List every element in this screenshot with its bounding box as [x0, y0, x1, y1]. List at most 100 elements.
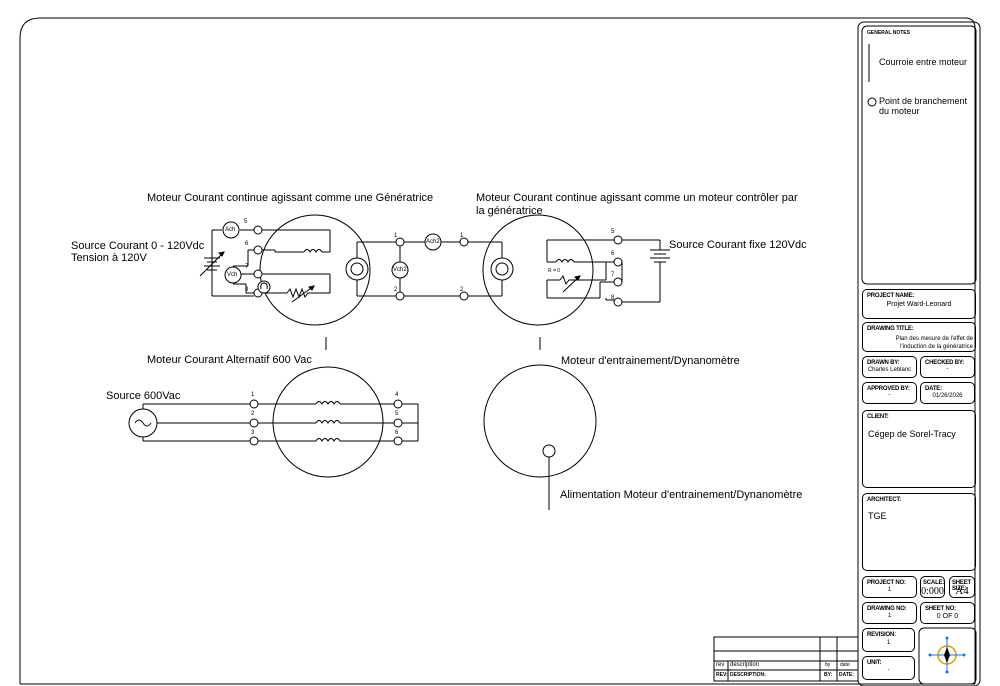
terminal-motor-5 [613, 235, 623, 245]
project-no-box: PROJECT NO: 1 [862, 576, 917, 598]
revision-head-description: DESCRIPTION: [730, 672, 766, 678]
project-no-value: 1 [887, 587, 892, 593]
general-notes-heading: GENERAL NOTES [867, 30, 910, 36]
ac-source-label: Source 600Vac [106, 390, 181, 402]
dc-motor-circle [482, 214, 594, 326]
terminal-link-right-2 [459, 291, 469, 301]
terminal-link-left-1-label: 1 [394, 233, 398, 239]
revision-row-rev: rev [716, 662, 725, 668]
approved-by-heading: APPROVED BY: [867, 386, 910, 392]
revision-table [713, 636, 859, 682]
client-heading: CLIENT: [867, 414, 889, 420]
terminal-motor-5-label: 5 [611, 229, 615, 235]
drawn-by-value: Charles Leblanc [867, 367, 912, 373]
approved-by-box: APPROVED BY: - [862, 382, 917, 404]
terminal-motor-8 [613, 297, 623, 307]
date-value: 01/26/2026 [932, 393, 963, 399]
terminal-gen-7-label: 7 [245, 264, 249, 270]
meter-vch2 [391, 261, 409, 279]
terminal-motor-6 [613, 257, 623, 267]
scale-value: 0:000 [921, 586, 944, 597]
drive-supply-label: Alimentation Moteur d'entrainement/Dynan… [560, 489, 803, 501]
terminal-gen-5 [253, 225, 263, 235]
terminal-gen-6 [253, 245, 263, 255]
revision-head-rev: REV: [716, 672, 728, 678]
terminal-link-right-1 [459, 237, 469, 247]
architect-heading: ARCHITECT: [867, 497, 901, 503]
generator-rheostat [286, 287, 331, 299]
sheet-size-value: A4 [955, 585, 969, 597]
variable-source-label: Source Courant 0 - 120Vdc [71, 240, 205, 252]
unit-value: - [887, 667, 890, 673]
terminal-ac-6 [393, 436, 403, 446]
terminal-link-left-2 [395, 291, 405, 301]
sheet-size-heading: SHEET SIZE: [952, 580, 972, 592]
resistance-label: R = 0 [548, 268, 561, 274]
checked-by-value: - [946, 366, 949, 372]
terminal-ac-5 [393, 418, 403, 428]
scale-box: SCALE: 0:000 [920, 576, 945, 598]
meter-vch-label: Vch [227, 272, 238, 278]
client-value: Cégep de Sorel-Tracy [868, 429, 956, 439]
legend-point-symbol [867, 97, 877, 107]
generator-shaft-outer [345, 257, 369, 281]
drive-motor-circle [483, 364, 597, 478]
terminal-ac-5-label: 5 [395, 411, 399, 417]
date-heading: DATE: [925, 386, 942, 392]
client-box: CLIENT: Cégep de Sorel-Tracy [862, 410, 976, 488]
architect-value: TGE [868, 511, 887, 521]
terminal-ac-1 [249, 399, 259, 409]
terminal-ac-6-label: 6 [395, 430, 399, 436]
generator-field-coil [303, 249, 323, 253]
drawing-title-line2: l'induction de la génératrice [900, 344, 973, 350]
ac-coil-3 [315, 438, 341, 442]
ac-coil-2 [315, 420, 341, 424]
terminal-motor-6-label: 6 [611, 251, 615, 257]
variable-source-voltage: Tension à 120V [71, 252, 147, 264]
terminal-link-left-2-label: 2 [394, 287, 398, 293]
drawing-title-line1: Plan des mesure de l'effet de [895, 336, 973, 342]
drawing-title-box: DRAWING TITLE: Plan des mesure de l'effe… [862, 322, 976, 352]
terminal-gen-6-label: 6 [245, 241, 249, 247]
meter-vch [224, 266, 242, 284]
terminal-motor-8-label: 8 [611, 295, 615, 301]
drawing-title-heading: DRAWING TITLE: [867, 326, 914, 332]
revision-row-description: description [730, 662, 760, 668]
terminal-gen-7 [253, 269, 263, 279]
terminal-link-right-1-label: 1 [460, 233, 464, 239]
generator-circle [259, 214, 371, 326]
sheet-size-box: SHEET SIZE: A4 [949, 576, 975, 598]
generator-shaft-inner [350, 262, 364, 276]
revision-head-date: DATE: [839, 672, 854, 678]
sheet-no-value: 0 OF 0 [936, 613, 959, 620]
project-name-heading: PROJECT NAME: [867, 293, 915, 299]
terminal-motor-7-label: 7 [611, 272, 615, 278]
motor-field-coil [555, 259, 575, 263]
drive-motor-connection-point [542, 444, 556, 458]
checked-by-box: CHECKED BY: - [920, 356, 975, 378]
project-no-heading: PROJECT NO: [867, 580, 906, 586]
terminal-ac-3-label: 3 [251, 430, 255, 436]
revision-row-date: date [840, 662, 850, 668]
legend-point-label-1: Point de branchement [879, 96, 968, 106]
terminal-link-left-1 [395, 237, 405, 247]
motor-title: Moteur Courant continue agissant comme u… [476, 192, 798, 218]
legend-belt-label: Courroie entre moteur [879, 57, 968, 67]
project-name-value: Projet Ward-Leonard [886, 301, 952, 308]
unit-box: UNIT: - [862, 656, 915, 680]
drawn-by-box: DRAWN BY: Charles Leblanc [862, 356, 917, 378]
drawing-no-heading: DRAWING NO: [867, 606, 907, 612]
terminal-ac-1-label: 1 [251, 392, 255, 398]
terminal-ac-2-label: 2 [251, 411, 255, 417]
meter-ach-label: Ach [225, 227, 236, 233]
ac-coil-1 [315, 401, 341, 405]
general-notes-box [861, 25, 977, 285]
terminal-ac-2 [249, 418, 259, 428]
revision-row-by: by [825, 662, 831, 668]
terminal-ac-4 [393, 399, 403, 409]
revision-value: 1 [886, 640, 891, 646]
sheet-border [19, 17, 976, 684]
drawn-by-heading: DRAWN BY: [867, 360, 900, 366]
date-box: DATE: 01/26/2026 [920, 382, 975, 404]
